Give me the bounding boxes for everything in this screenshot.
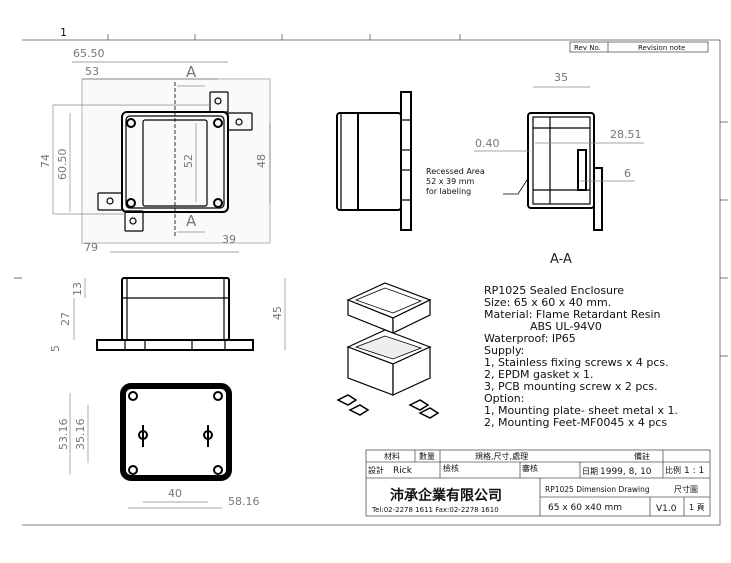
dim-window-width: 39 (222, 233, 236, 246)
designer-name: Rick (393, 466, 413, 476)
title-block: 材料 數量 規格,尺寸,處理 備註 設計 Rick 檢核 審核 日期 1999,… (365, 449, 711, 517)
sheet-frame: 1 (14, 26, 728, 526)
company-contact: Tel:02-2278 1611 Fax:02-2278 1610 (371, 506, 499, 514)
bottom-view: 53.16 35.16 40 58.16 (57, 383, 260, 509)
page-count: 1 頁 (689, 503, 705, 512)
dim-tab-spacing: 48 (255, 154, 268, 168)
spec-line: Waterproof: IP65 (484, 332, 576, 345)
dim-wall: 0.40 (475, 137, 500, 150)
zone-number: 1 (60, 26, 67, 39)
size-value: 65 x 60 x40 mm (548, 503, 622, 513)
side-view: Recessed Area 52 x 39 mm for labeling (336, 91, 528, 231)
recess-label-1: Recessed Area (426, 167, 485, 176)
dim-inner-x: 40 (168, 487, 182, 500)
approve-label: 審核 (522, 463, 538, 473)
designer-label: 設計 (368, 465, 384, 475)
section-mark-bottom: A (186, 212, 197, 230)
dim-overall-width: 65.50 (73, 47, 105, 60)
dim-body: 27 (59, 312, 72, 326)
scale-value: 1 : 1 (684, 466, 704, 476)
isometric-view (336, 282, 440, 419)
dim-hole-spacing: 53 (85, 65, 99, 78)
dim-window-height: 52 (182, 154, 195, 168)
header-qty: 數量 (419, 451, 435, 461)
header-remark: 備註 (634, 451, 650, 461)
dim-body-height: 60.50 (56, 149, 69, 181)
spec-line: 2, Mounting Feet-MF0045 x 4 pcs (484, 416, 667, 429)
company-name: 沛承企業有限公司 (390, 487, 502, 504)
dim-overall-height: 74 (39, 154, 52, 168)
dim-base: 5 (49, 345, 62, 352)
revision-note-header: Revision note (638, 44, 685, 52)
section-mark-top: A (186, 63, 197, 81)
dim-tab-span: 79 (84, 241, 98, 254)
rev-no-header: Rev No. (574, 44, 601, 52)
header-spec: 規格,尺寸,處理 (475, 451, 528, 461)
top-view: A A 65.50 53 74 60.50 52 48 39 79 (39, 47, 271, 254)
version: V1.0 (656, 504, 677, 514)
spec-notes: RP1025 Sealed Enclosure Size: 65 x 60 x … (484, 284, 678, 429)
spec-line: ABS UL-94V0 (530, 320, 602, 333)
recess-label-2: 52 x 39 mm (426, 177, 475, 186)
drawing-type: 尺寸圖 (674, 484, 698, 494)
dim-inner-y: 35.16 (74, 419, 87, 451)
front-view: 13 27 5 45 (49, 277, 286, 352)
spec-line: 3, PCB mounting screw x 2 pcs. (484, 380, 658, 393)
spec-line: 2, EPDM gasket x 1. (484, 368, 594, 381)
date-label: 日期 (582, 467, 598, 476)
dim-flange: 6 (624, 167, 631, 180)
section-view: 35 0.40 28.51 6 A-A (474, 71, 644, 267)
revision-table: Rev No. Revision note (569, 41, 709, 53)
recess-label-3: for labeling (426, 187, 471, 196)
spec-line: 1, Mounting plate- sheet metal x 1. (484, 404, 678, 417)
spec-line: Material: Flame Retardant Resin (484, 308, 661, 321)
dim-outer-x: 58.16 (228, 495, 260, 508)
check-label: 檢核 (443, 463, 459, 473)
spec-line: RP1025 Sealed Enclosure (484, 284, 624, 297)
spec-line: Size: 65 x 60 x 40 mm. (484, 296, 611, 309)
scale-label: 比例 (665, 465, 681, 475)
section-title: A-A (550, 252, 572, 267)
dim-total: 45 (271, 306, 284, 320)
dim-depth: 35 (554, 71, 568, 84)
dim-lid: 13 (71, 282, 84, 296)
spec-line: Supply: (484, 344, 524, 357)
spec-line: 1, Stainless fixing screws x 4 pcs. (484, 356, 669, 369)
dim-outer-y: 53.16 (57, 419, 70, 451)
spec-line: Option: (484, 392, 524, 405)
drawing-title: RP1025 Dimension Drawing (545, 485, 650, 494)
header-material: 材料 (384, 451, 400, 461)
dim-inner: 28.51 (610, 128, 642, 141)
date-value: 1999, 8, 10 (600, 467, 652, 477)
